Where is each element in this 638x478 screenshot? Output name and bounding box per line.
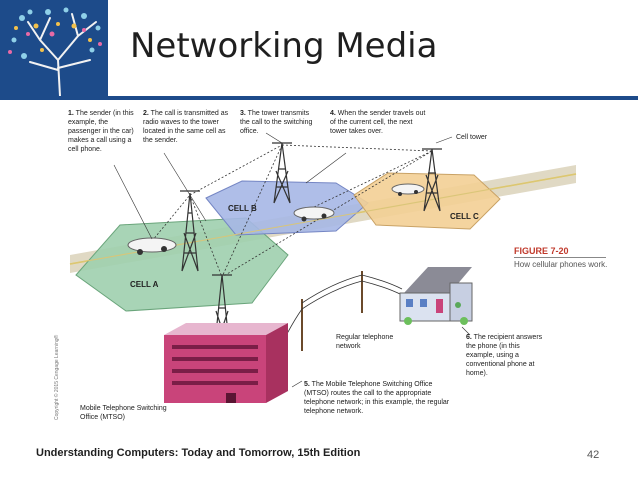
car-a xyxy=(127,237,177,255)
figure-label: FIGURE 7-20 xyxy=(514,246,569,256)
car-b xyxy=(293,206,335,222)
car-c xyxy=(391,183,425,196)
step-4: 4. When the sender travels out of the cu… xyxy=(330,110,426,135)
tree-logo xyxy=(0,0,108,96)
mtso-label: Mobile Telephone Switching Office (MTSO) xyxy=(80,405,167,421)
slide-footer: Understanding Computers: Today and Tomor… xyxy=(36,447,361,459)
tree-illustration xyxy=(0,0,108,96)
cell-b-label: CELL B xyxy=(228,204,257,213)
cell-tower-label: Cell tower xyxy=(456,134,488,141)
telephone-network-label: Regular telephone network xyxy=(336,334,394,350)
house xyxy=(399,267,473,325)
step-5: 5. The Mobile Telephone Switching Office… xyxy=(304,381,450,415)
cellular-diagram: CELL A CELL B CELL C Cell tower xyxy=(69,132,577,403)
step-2: 2. The call is transmitted as radio wave… xyxy=(143,110,229,144)
copyright-text: Copyright © 2015 Cengage Learning® xyxy=(54,334,60,420)
step-1: 1. The sender (in this example, the pass… xyxy=(68,110,134,153)
figure-rule xyxy=(514,257,606,258)
telephone-poles xyxy=(301,271,363,351)
mtso-building xyxy=(164,323,288,403)
cell-a-hex xyxy=(75,217,289,312)
step-6: 6. The recipient answers the phone (in t… xyxy=(466,334,543,377)
slide-title: Networking Media xyxy=(130,26,438,66)
page-number: 42 xyxy=(587,449,600,461)
header-rule xyxy=(0,96,638,100)
tower-c xyxy=(422,148,442,212)
slide-header: Networking Media xyxy=(0,0,638,96)
tower-a xyxy=(180,190,200,272)
cell-c-label: CELL C xyxy=(450,212,479,221)
step-3: 3. The tower transmits the call to the s… xyxy=(240,110,313,135)
figure-caption: How cellular phones work. xyxy=(514,260,608,269)
cell-a-label: CELL A xyxy=(130,280,159,289)
